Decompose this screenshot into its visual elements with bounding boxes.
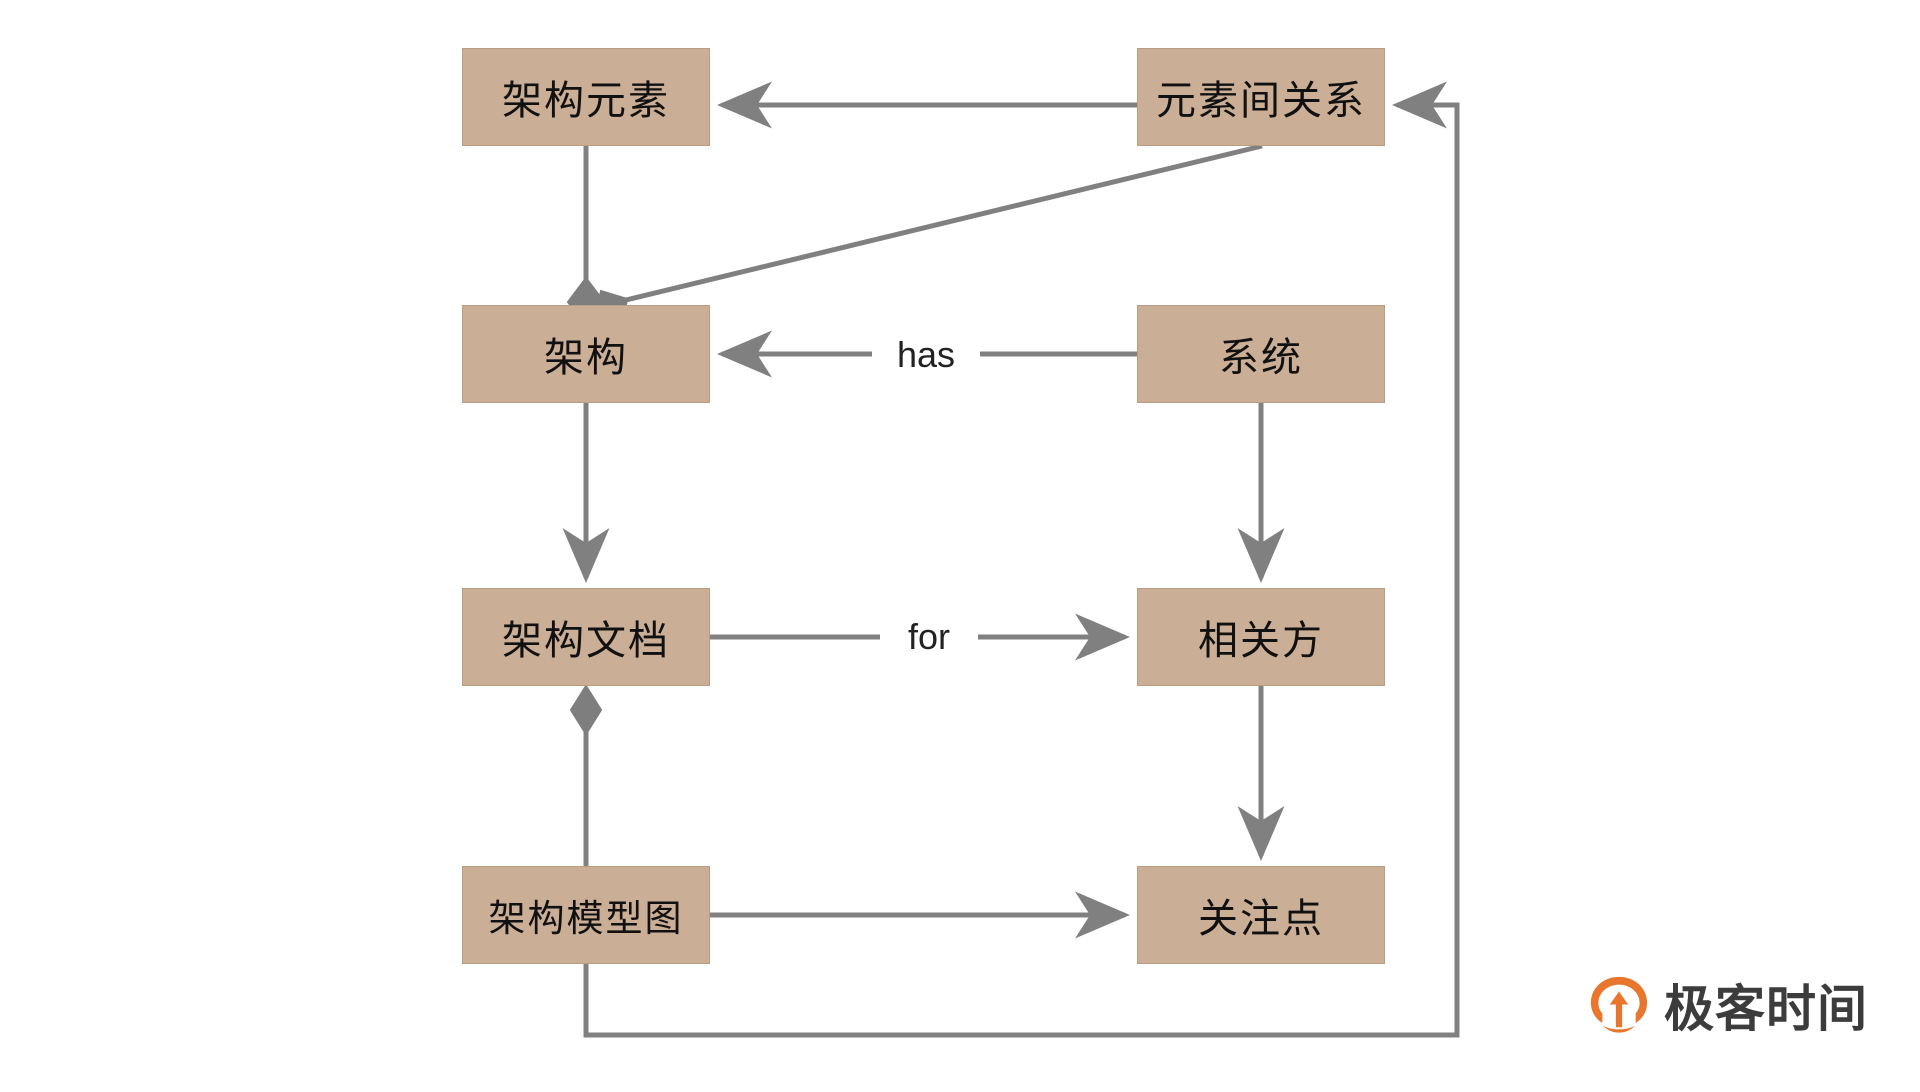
logo-text: 极客时间	[1664, 981, 1868, 1037]
edge-model-to-relation-loop	[583, 81, 1460, 1038]
edge-model-to-document	[569, 684, 603, 866]
geektime-q-mark-icon	[1590, 976, 1648, 1033]
geektime-logo: 极客时间	[1588, 962, 1888, 1048]
diamond-marker	[569, 684, 603, 736]
